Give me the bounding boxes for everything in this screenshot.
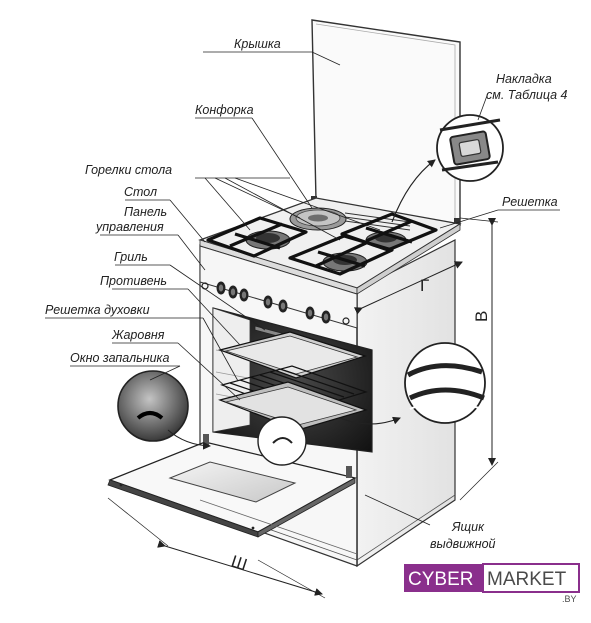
oven-door (107, 434, 357, 538)
label-baking-tray: Противень (100, 274, 167, 288)
control-knob (216, 281, 226, 295)
control-knob (278, 299, 288, 313)
baking-tray (217, 331, 367, 379)
label-drawer: Ящик (451, 520, 485, 534)
label-table: Стол (124, 185, 157, 199)
rack-zoom-callout (404, 342, 486, 424)
label-overlay: Накладка (496, 72, 552, 86)
logo-market-box (482, 563, 580, 593)
overlay-zoom-callout (436, 114, 504, 182)
label-burner: Конфорка (195, 103, 254, 117)
label-control-panel-2: управления (95, 220, 164, 234)
label-control-panel: Панель (124, 205, 167, 219)
cybermarket-logo: CYBER MARKET .BY (404, 563, 580, 604)
control-panel (199, 245, 358, 329)
control-knob (263, 295, 273, 309)
lid (311, 19, 461, 228)
pan-support-grate (206, 212, 438, 276)
igniter-zoom-callout (117, 370, 189, 442)
label-overlay-ref: см. Таблица 4 (486, 88, 568, 102)
label-lid: Крышка (234, 37, 281, 51)
label-table-burners: Горелки стола (85, 163, 172, 177)
dimension-lines (107, 217, 499, 599)
label-grate: Решетка (502, 195, 558, 209)
logo-by-text: .BY (562, 594, 577, 604)
indicator-light (342, 317, 350, 325)
dimension-width: Ш (229, 552, 250, 575)
control-knob (305, 306, 315, 320)
label-grill: Гриль (114, 250, 148, 264)
dimension-depth: Г (420, 276, 429, 295)
logo-market-text: MARKET (487, 569, 567, 590)
label-igniter-window: Окно запальника (70, 351, 169, 365)
dimension-height: В (472, 311, 491, 322)
labels: Крышка Накладка см. Таблица 4 Конфорка Г… (45, 37, 568, 575)
control-knob (321, 310, 331, 324)
label-drawer-2: выдвижной (430, 537, 496, 551)
logo-cyber-box (404, 564, 483, 592)
label-roasting-pan: Жаровня (111, 328, 165, 342)
control-knob (228, 285, 238, 299)
oven-door-glass (168, 461, 297, 503)
callout-arrows (167, 159, 436, 450)
drawer-front (199, 499, 358, 555)
oven-door-hinge (346, 466, 352, 478)
oven-door-hinge (203, 434, 209, 446)
leader-lines (45, 51, 560, 526)
label-oven-rack: Решетка духовки (45, 303, 150, 317)
logo-cyber-text: CYBER (408, 569, 473, 590)
hotplate (289, 207, 347, 231)
igniter-hole-callout (257, 416, 307, 466)
control-knob (239, 288, 249, 302)
roasting-pan (218, 381, 368, 431)
